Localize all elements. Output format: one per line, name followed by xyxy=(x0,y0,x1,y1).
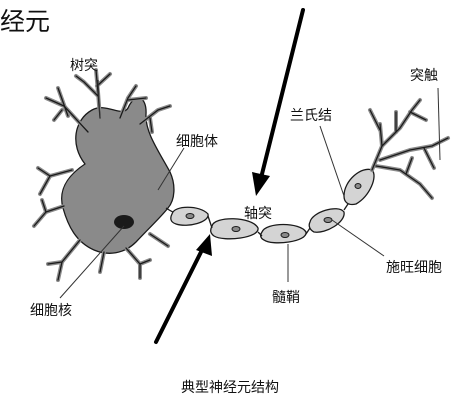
arrow-down-head xyxy=(252,172,270,196)
schwann-nucleus xyxy=(281,233,289,238)
schwann-nucleus xyxy=(232,227,240,232)
leader-node xyxy=(320,126,344,196)
arrow-down-shaft xyxy=(261,10,303,178)
arrow-up-shaft xyxy=(156,250,202,342)
nucleus xyxy=(114,215,134,229)
label-schwann: 施旺细胞 xyxy=(386,260,442,276)
label-terminal: 突触 xyxy=(410,68,438,84)
label-axon: 轴突 xyxy=(244,206,272,222)
myelin-sheath xyxy=(171,169,374,243)
arrow-up-head xyxy=(196,234,212,256)
label-dendrite: 树突 xyxy=(70,58,98,74)
title-fragment: 经元 xyxy=(0,7,50,36)
label-node: 兰氏结 xyxy=(290,108,332,124)
label-nucleus: 细胞核 xyxy=(30,303,72,319)
axon-terminal xyxy=(370,100,448,198)
label-soma: 细胞体 xyxy=(176,134,218,150)
label-myelin: 髓鞘 xyxy=(272,290,300,306)
leader-schwann xyxy=(332,220,384,256)
schwann-nucleus xyxy=(355,184,361,189)
leader-terminal xyxy=(438,88,440,160)
figure-caption: 典型神经元结构 xyxy=(181,380,279,396)
schwann-nucleus xyxy=(186,214,194,219)
schwann-nucleus xyxy=(324,218,332,223)
